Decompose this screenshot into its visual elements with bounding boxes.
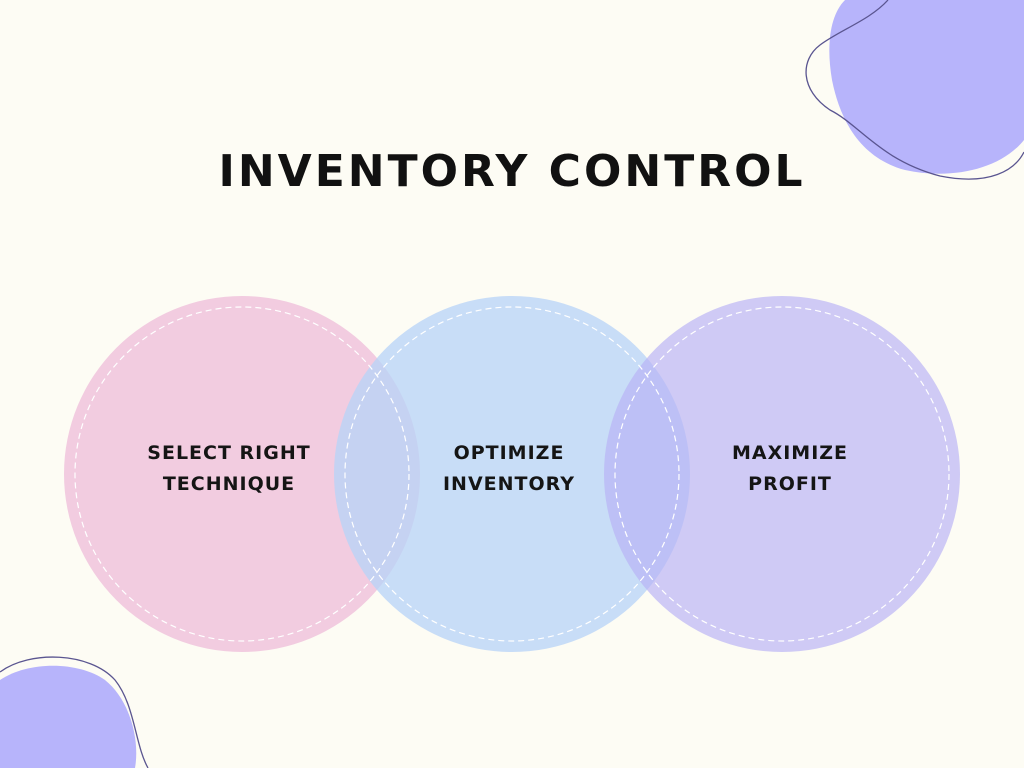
top-right-outline [805,0,1024,180]
circle-optimize-inventory [334,296,690,652]
circle-label-select-technique: SELECT RIGHT TECHNIQUE [109,438,349,500]
bottom-left-blob [0,665,137,768]
circle-select-technique [64,296,420,652]
label-line: SELECT RIGHT [147,442,311,464]
label-line: TECHNIQUE [162,473,296,495]
top-right-blob [829,0,1024,174]
circle-dashed-ring [344,306,680,642]
label-line: OPTIMIZE [453,442,565,464]
circle-label-optimize-inventory: OPTIMIZE INVENTORY [389,438,629,500]
label-line: INVENTORY [442,473,576,495]
circle-dashed-ring [74,306,410,642]
label-line: MAXIMIZE [731,442,849,464]
label-line: PROFIT [748,473,832,495]
circle-maximize-profit [604,296,960,652]
page-title: INVENTORY CONTROL [218,146,806,197]
bottom-left-outline [0,656,149,768]
venn-circles [64,296,960,652]
circle-label-maximize-profit: MAXIMIZE PROFIT [670,438,910,500]
circle-dashed-ring [614,306,950,642]
